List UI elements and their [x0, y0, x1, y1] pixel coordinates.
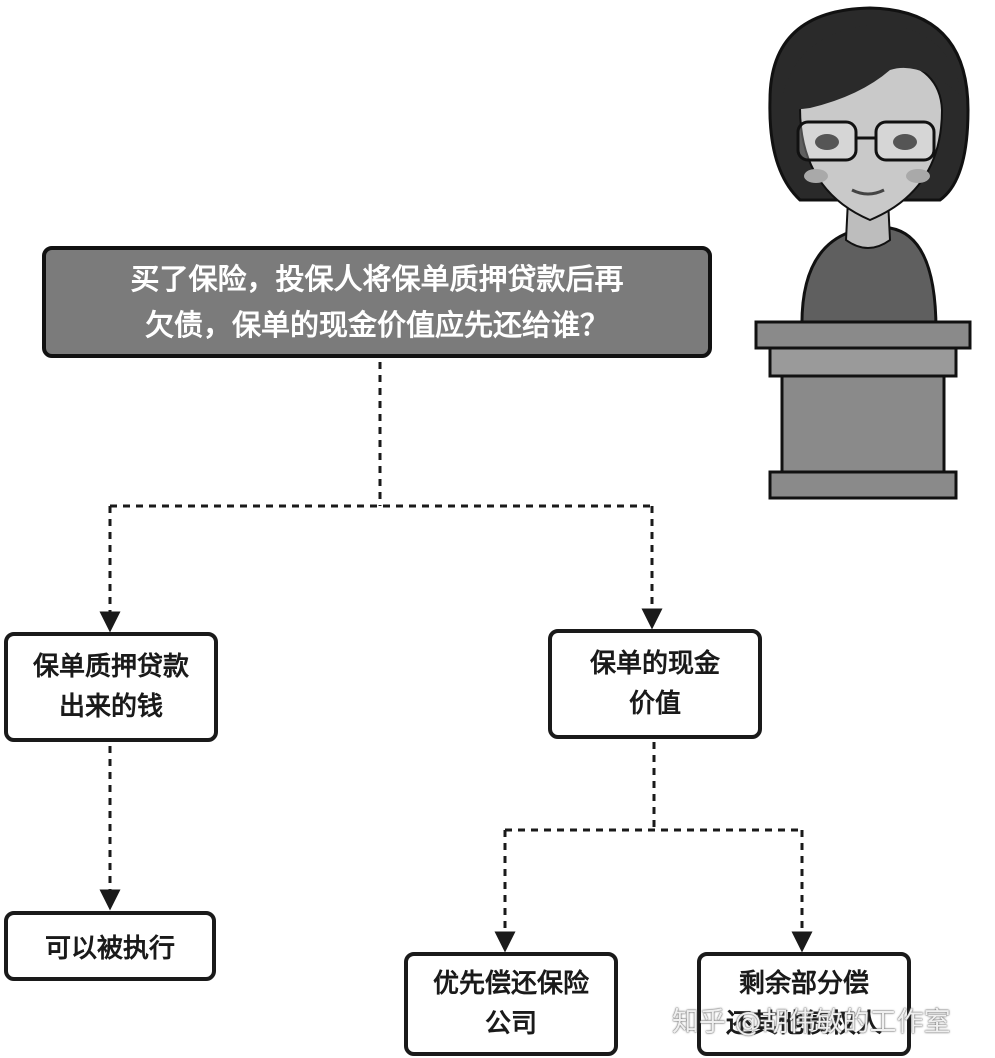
repay-insurer-line-1: 优先偿还保险 [432, 969, 589, 999]
loan-money-line-2: 出来的钱 [58, 692, 163, 722]
executable-box: 可以被执行 [4, 911, 216, 981]
repay-creditors-line-1: 剩余部分偿 [738, 969, 869, 999]
question-line-2: 欠债，保单的现金价值应先还给谁？ [144, 308, 609, 342]
question-box: 买了保险，投保人将保单质押贷款后再 欠债，保单的现金价值应先还给谁？ [42, 246, 712, 358]
cash-value-box: 保单的现金 价值 [548, 629, 762, 739]
watermark: 知乎 @胡伟敏的工作室 [672, 1007, 951, 1038]
repay-insurer-box: 优先偿还保险 公司 [404, 952, 618, 1056]
question-line-1: 买了保险，投保人将保单质押贷款后再 [130, 262, 624, 296]
repay-creditors-box: 剩余部分偿 还其他债权人 [697, 952, 911, 1056]
speaker-at-podium-illustration [754, 6, 972, 500]
cash-value-line-2: 价值 [628, 689, 681, 719]
repay-creditors-line-2: 还其他债权人 [725, 1009, 882, 1039]
cash-value-line-1: 保单的现金 [589, 649, 720, 679]
loan-money-line-1: 保单质押贷款 [32, 652, 189, 682]
repay-insurer-line-2: 公司 [484, 1009, 537, 1039]
loan-money-box: 保单质押贷款 出来的钱 [4, 632, 218, 742]
executable-label: 可以被执行 [44, 933, 175, 964]
